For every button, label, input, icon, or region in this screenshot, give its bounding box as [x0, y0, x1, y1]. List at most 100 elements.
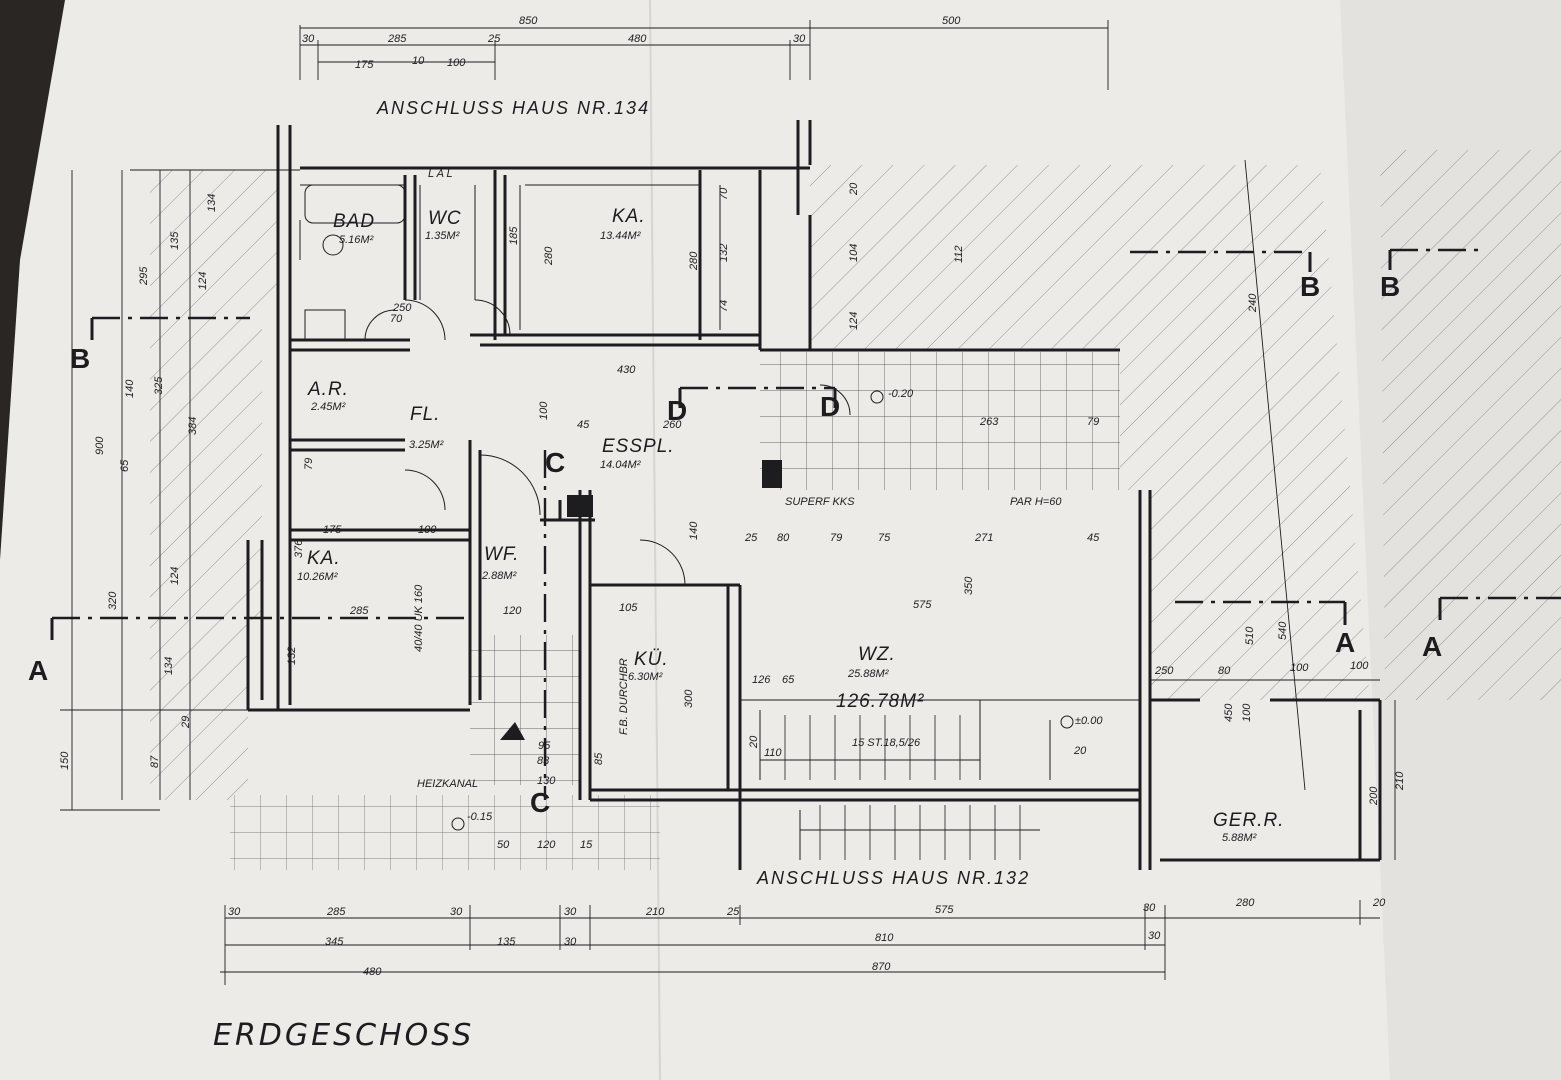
dim-top-100: 100: [447, 57, 466, 69]
room-bad-name: BAD: [333, 211, 375, 232]
dim-271: 271: [974, 532, 993, 544]
dim-25: 25: [744, 532, 758, 544]
dim-b1-280: 280: [1235, 897, 1255, 909]
room-fl-area: 3.25M²: [409, 439, 444, 451]
room-wz-name: WZ.: [858, 644, 896, 665]
section-mark-c-top: C: [545, 447, 565, 478]
par-label: PAR H=60: [1010, 496, 1062, 508]
dim-b1-30b: 30: [450, 906, 463, 918]
room-ku-area: 6.30M²: [628, 671, 663, 683]
dim-300: 300: [683, 689, 695, 708]
dim-376: 79: [303, 458, 315, 470]
dim-105: 105: [619, 602, 638, 614]
dim-250: 100: [538, 401, 550, 420]
toilet-icon: [322, 234, 344, 256]
dim-80b: 250: [1154, 665, 1174, 677]
dim-120b: 50: [497, 839, 510, 851]
dim-left-150: 150: [59, 751, 71, 770]
neighbor-top-label: ANSCHLUSS HAUS NR.134: [376, 98, 650, 118]
section-mark-a-mid: A: [1335, 627, 1355, 658]
section-mark-b-right: B: [1380, 271, 1400, 302]
dim-left-900: 900: [94, 436, 106, 455]
dim-250: 210: [1394, 771, 1406, 791]
dim-top-total-500: 500: [942, 15, 961, 27]
fold-line: [649, 0, 661, 1080]
level-0-label: ±0.00: [1075, 715, 1103, 727]
room-ar-area: 2.45M²: [310, 401, 346, 413]
dim-185: 185: [508, 226, 520, 245]
dim-540: 240: [1247, 293, 1259, 313]
dim-450: 510: [1244, 626, 1256, 645]
chimney-icon: [567, 495, 593, 517]
dim-b2-345: 345: [325, 936, 344, 948]
dim-79b: 79: [1087, 416, 1099, 428]
dim-126: 20: [1073, 745, 1087, 757]
room-fl-name: FL.: [410, 404, 440, 425]
dim-95: 85: [593, 752, 605, 765]
dim-85: 110: [764, 747, 782, 759]
dim-285: 285: [349, 605, 369, 617]
dim-280: 280: [688, 251, 700, 271]
dim-top-30b: 30: [793, 33, 806, 45]
dim-50: 130: [537, 775, 556, 787]
dim-132b: 376: [293, 539, 305, 558]
interior-walls: [290, 170, 1382, 862]
floor-title: ERDGESCHOSS: [213, 1018, 474, 1053]
hatch-right: [810, 165, 1370, 700]
stair-label: 15 ST.18,5/26: [852, 737, 921, 749]
uk-label: 40/40 UK 160: [413, 584, 425, 652]
hatch-far-right: [1380, 150, 1561, 700]
room-esspl-name: ESSPL.: [602, 436, 675, 457]
sink-icon: [304, 309, 346, 341]
dim-130: 83: [537, 755, 550, 767]
neighbor-bottom-label: ANSCHLUSS HAUS NR.132: [756, 868, 1030, 888]
stair-treads: [784, 715, 1021, 860]
dim-b1-30c: 30: [564, 906, 577, 918]
terrace-grid: [760, 352, 1120, 490]
dim-263: 263: [979, 416, 999, 428]
dim-75: 75: [878, 532, 891, 544]
section-mark-b-left: B: [70, 343, 90, 374]
dimension-lines-left: [60, 169, 300, 811]
room-ka1-name: KA.: [612, 206, 646, 227]
room-gerr-name: GER.R.: [1213, 810, 1284, 831]
dim-b1-20: 20: [1372, 897, 1386, 909]
column-icon: [762, 460, 782, 488]
dim-b3-870: 870: [872, 961, 891, 973]
room-bad-area: 5.16M²: [339, 234, 374, 246]
dim-510: 540: [1277, 621, 1289, 640]
dim-15: 120: [537, 839, 556, 851]
entry-arrow-icon: [500, 722, 525, 740]
dim-top-285: 285: [387, 33, 407, 45]
dim-65: 126: [752, 674, 771, 686]
room-ka2-name: KA.: [307, 548, 341, 569]
dim-left-135: 135: [169, 231, 181, 250]
dim-104: 20: [848, 182, 860, 196]
dim-132: 132: [718, 244, 730, 262]
room-ar-name: A.R.: [307, 379, 349, 400]
dim-79c: 15: [580, 839, 593, 851]
room-esspl-area: 14.04M²: [600, 459, 641, 471]
dim-b1-285: 285: [326, 906, 346, 918]
dim-240: 112: [953, 245, 965, 263]
room-ka2-area: 10.26M²: [297, 571, 338, 583]
dim-120: 120: [503, 605, 522, 617]
section-mark-d-right: D: [820, 391, 840, 422]
room-wf-area: 2.88M²: [481, 570, 517, 582]
dim-left-325: 325: [153, 376, 165, 395]
dim-74: 74: [718, 300, 730, 312]
level-marker-icon: [451, 390, 1074, 831]
dim-20: 100: [1350, 660, 1369, 672]
total-area: 126.78M²: [836, 691, 924, 712]
section-mark-c-bottom: C: [530, 787, 550, 818]
dim-70b: 250: [392, 302, 412, 314]
dim-b1-575: 575: [935, 904, 954, 916]
dim-260: 260: [662, 419, 682, 431]
dim-left-140: 140: [124, 379, 136, 398]
dim-b1-30: 30: [228, 906, 241, 918]
dim-top-175: 175: [355, 59, 374, 71]
dim-124c: 104: [848, 244, 860, 262]
dim-110: 20: [748, 735, 760, 749]
dim-b3-480: 480: [363, 966, 382, 978]
